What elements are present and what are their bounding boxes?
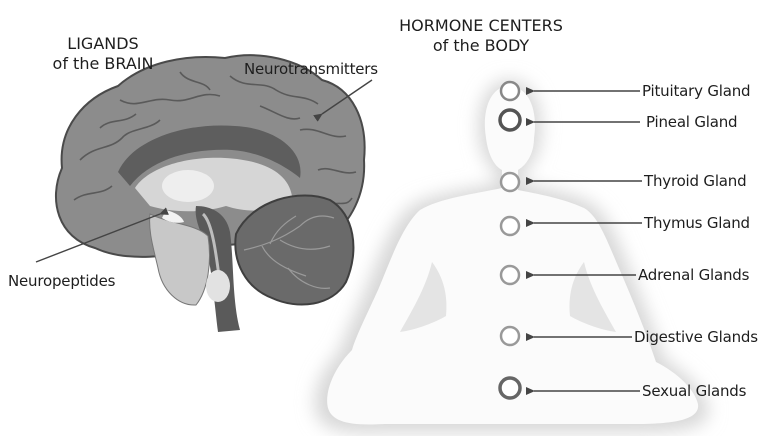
- thyroid-marker: [501, 173, 519, 191]
- thalamus: [162, 170, 214, 202]
- digestive-label: Digestive Glands: [634, 328, 758, 346]
- cerebellum: [235, 195, 353, 304]
- adrenal-label: Adrenal Glands: [638, 266, 749, 284]
- pineal-marker: [500, 110, 520, 130]
- pons: [206, 270, 230, 302]
- body-title-line2: of the BODY: [396, 36, 566, 56]
- pituitary-marker: [501, 82, 519, 100]
- adrenal-marker: [501, 266, 519, 284]
- sexual-label: Sexual Glands: [642, 382, 746, 400]
- brain-title: LIGANDS of the BRAIN: [18, 34, 188, 74]
- thymus-marker: [501, 217, 519, 235]
- neurotransmitters-label: Neurotransmitters: [244, 60, 378, 78]
- brain-title-line2: of the BRAIN: [18, 54, 188, 74]
- thyroid-label: Thyroid Gland: [644, 172, 746, 190]
- pituitary-label: Pituitary Gland: [642, 82, 750, 100]
- brain-title-line1: LIGANDS: [18, 34, 188, 54]
- sexual-marker: [500, 378, 520, 398]
- neuropeptides-label: Neuropeptides: [8, 272, 115, 290]
- body-title: HORMONE CENTERS of the BODY: [396, 16, 566, 56]
- thymus-label: Thymus Gland: [644, 214, 750, 232]
- digestive-marker: [501, 327, 519, 345]
- pineal-label: Pineal Gland: [646, 113, 737, 131]
- body-title-line1: HORMONE CENTERS: [396, 16, 566, 36]
- brain-illustration: [56, 55, 365, 332]
